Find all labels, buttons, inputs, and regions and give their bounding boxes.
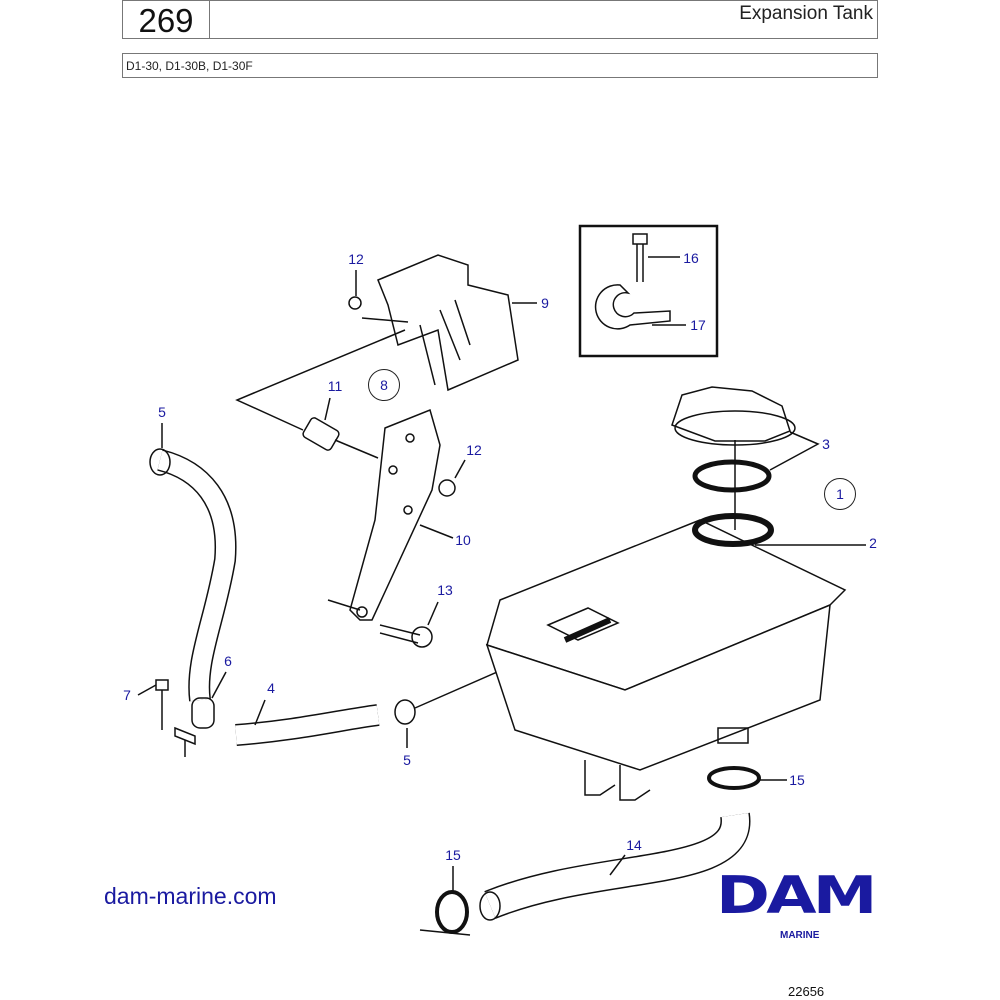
- models-bar: D1-30, D1-30B, D1-30F: [122, 53, 878, 78]
- page-number: 269: [123, 1, 210, 39]
- clamp-6: [191, 697, 215, 729]
- callout-17: 17: [690, 317, 706, 333]
- callout-12b: 12: [466, 442, 482, 458]
- dam-logo: DAM: [716, 866, 877, 926]
- callout-1-circled: 1: [824, 478, 856, 510]
- website-link[interactable]: dam-marine.com: [104, 883, 277, 909]
- bolt-7: [137, 679, 169, 730]
- callout-14: 14: [626, 837, 642, 853]
- expansion-tank-2: [485, 519, 847, 801]
- engine-models: D1-30, D1-30B, D1-30F: [126, 59, 253, 73]
- callout-5b: 5: [403, 752, 411, 768]
- bracket-9: [377, 254, 519, 392]
- header-bar: 269 Expansion Tank: [122, 0, 878, 39]
- inset-box: [578, 224, 719, 358]
- rubber-mount-11: [302, 397, 379, 459]
- callout-13: 13: [437, 582, 453, 598]
- nut-12b: [438, 479, 456, 497]
- callout-3: 3: [822, 436, 830, 452]
- hose-clamp-5b: [394, 699, 416, 725]
- callout-2: 2: [869, 535, 877, 551]
- callout-11: 11: [327, 378, 343, 394]
- dam-logo-subtitle: MARINE: [780, 930, 820, 941]
- callout-7: 7: [123, 687, 131, 703]
- seal-ring-3: [692, 459, 772, 493]
- callout-8-circled: 8: [368, 369, 400, 401]
- filler-neck: [692, 513, 774, 547]
- page-title: Expansion Tank: [739, 3, 873, 24]
- callout-9: 9: [541, 295, 549, 311]
- callout-12: 12: [348, 251, 364, 267]
- callout-16: 16: [683, 250, 699, 266]
- p-clamp-17: [594, 284, 671, 330]
- hose-clamp-15: [707, 766, 761, 790]
- drawing-reference: 22656: [788, 984, 825, 999]
- hose-clamp-15b: [435, 890, 469, 934]
- callout-5: 5: [158, 404, 166, 420]
- hose-clamp-5: [149, 448, 171, 476]
- callout-6: 6: [224, 653, 232, 669]
- filler-cap-3: [671, 386, 791, 442]
- nut-12: [348, 296, 362, 310]
- callout-15: 15: [789, 772, 805, 788]
- bolt-16: [632, 233, 648, 282]
- callout-4: 4: [267, 680, 275, 696]
- bracket-10: [349, 408, 441, 621]
- callout-15b: 15: [445, 847, 461, 863]
- bolt-13: [379, 601, 439, 648]
- callout-10: 10: [455, 532, 471, 548]
